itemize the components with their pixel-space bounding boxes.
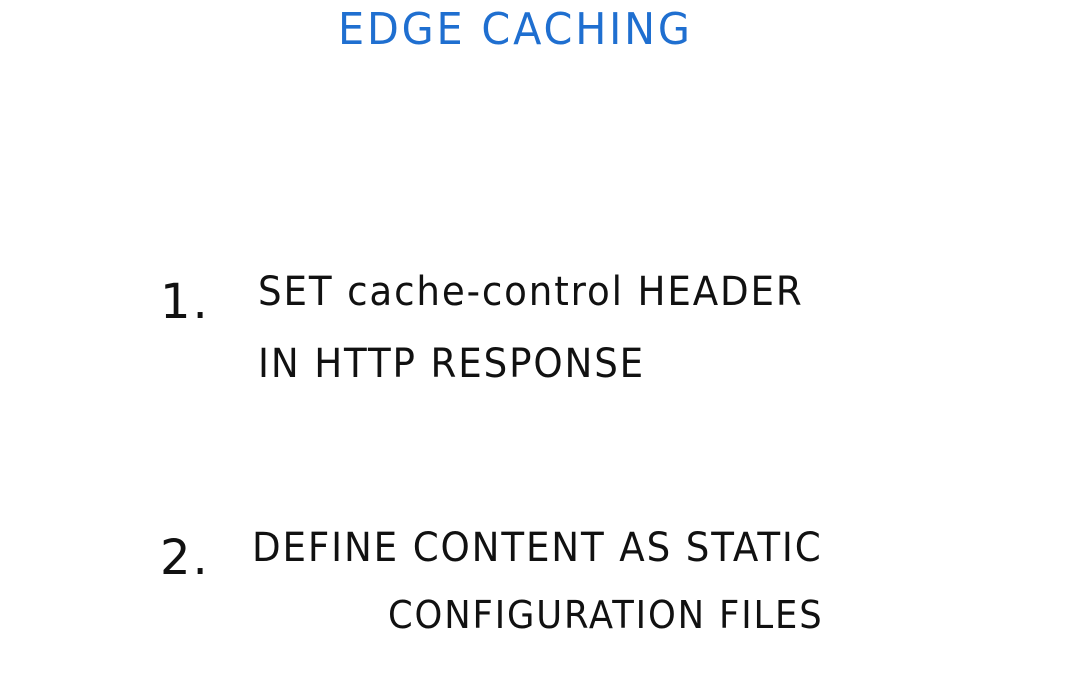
item-1-number: 1. [160,274,210,330]
item-2-number: 2. [160,530,210,586]
item-1-line-2: IN HTTP RESPONSE [258,341,646,387]
item-1-line-1: SET cache-control HEADER [258,269,804,315]
slide-title: EDGE CACHING [338,4,693,55]
item-2-line-2: CONFIGURATION FILES [388,593,824,637]
item-2-line-1: DEFINE CONTENT AS STATIC [252,525,823,571]
